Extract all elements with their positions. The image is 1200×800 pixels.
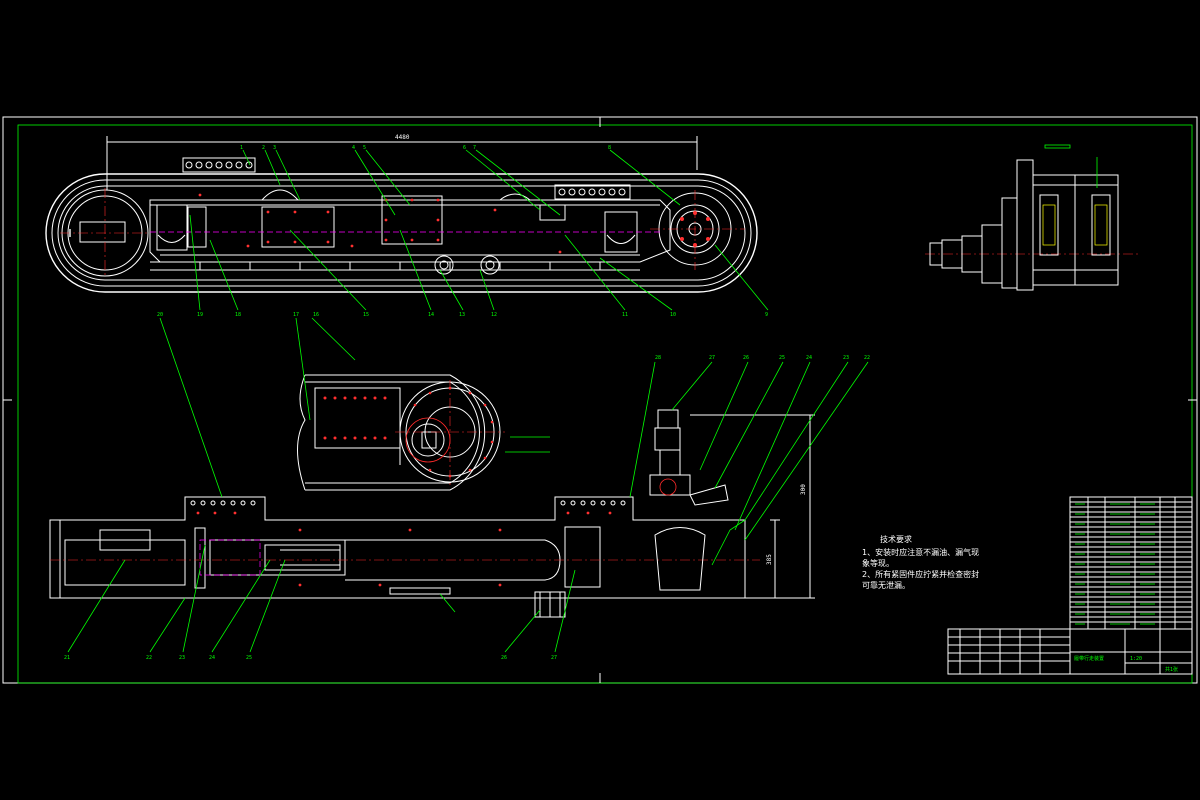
inner-frame	[17, 124, 1193, 684]
title-block: 履带行走装置 1:20 共1张	[947, 628, 1193, 675]
svg-text:2: 2	[262, 145, 265, 151]
svg-text:1、安装时应注意不漏油、漏气现: 1、安装时应注意不漏油、漏气现	[862, 547, 979, 557]
svg-text:可靠无泄漏。: 可靠无泄漏。	[862, 580, 910, 590]
side-view	[925, 144, 1140, 291]
svg-text:27: 27	[709, 355, 715, 361]
svg-text:7: 7	[473, 145, 476, 151]
svg-text:20: 20	[157, 312, 163, 318]
callout-labels-lower: 20 17 16 28 27 26 25 24 23 22 21 22 23 2…	[64, 312, 870, 661]
dim-height-1: 300	[800, 484, 807, 495]
parts-list-fill	[1075, 503, 1155, 625]
dim-height-2: 385	[766, 554, 773, 565]
svg-text:21: 21	[64, 655, 70, 661]
section-view: 300 385	[49, 409, 815, 618]
dim-overall-length: 4480	[395, 134, 410, 141]
callout-labels-top: 1 2 3 4 5 6 7 8 19 18 15 14 13 12 11 10 …	[197, 145, 768, 318]
svg-text:24: 24	[806, 355, 812, 361]
svg-text:13: 13	[459, 312, 465, 318]
parts-list-rows	[1070, 501, 1192, 623]
svg-text:9: 9	[765, 312, 768, 318]
drawing-scale: 1:20	[1130, 656, 1142, 662]
svg-text:15: 15	[363, 312, 369, 318]
svg-text:5: 5	[363, 145, 366, 151]
svg-text:4: 4	[352, 145, 355, 151]
svg-text:3: 3	[273, 145, 276, 151]
svg-text:17: 17	[293, 312, 299, 318]
leaders-lower	[67, 317, 869, 653]
svg-text:12: 12	[491, 312, 497, 318]
svg-text:22: 22	[864, 355, 870, 361]
tech-requirements-title: 技术要求	[880, 534, 912, 544]
track-frame-elevation: 4480	[45, 134, 758, 293]
svg-text:23: 23	[179, 655, 185, 661]
sheet-count: 共1张	[1165, 666, 1178, 673]
svg-text:16: 16	[313, 312, 319, 318]
detail-view	[297, 317, 550, 491]
svg-text:10: 10	[670, 312, 676, 318]
drawing-name: 履带行走装置	[1074, 655, 1104, 662]
svg-text:6: 6	[463, 145, 466, 151]
svg-text:27: 27	[551, 655, 557, 661]
svg-text:26: 26	[743, 355, 749, 361]
svg-text:11: 11	[622, 312, 628, 318]
svg-text:象等现。: 象等现。	[862, 558, 894, 568]
svg-text:2、所有紧固件应拧紧并检查密封: 2、所有紧固件应拧紧并检查密封	[862, 569, 979, 579]
svg-text:1: 1	[240, 145, 243, 151]
svg-text:28: 28	[655, 355, 661, 361]
svg-text:14: 14	[428, 312, 434, 318]
svg-text:19: 19	[197, 312, 203, 318]
svg-text:24: 24	[209, 655, 215, 661]
svg-text:8: 8	[608, 145, 611, 151]
svg-text:22: 22	[146, 655, 152, 661]
leaders-top	[189, 149, 769, 311]
svg-text:18: 18	[235, 312, 241, 318]
svg-text:26: 26	[501, 655, 507, 661]
svg-text:25: 25	[246, 655, 252, 661]
svg-text:23: 23	[843, 355, 849, 361]
tech-requirements: 技术要求 1、安装时应注意不漏油、漏气现 象等现。 2、所有紧固件应拧紧并检查密…	[862, 534, 979, 590]
svg-text:25: 25	[779, 355, 785, 361]
